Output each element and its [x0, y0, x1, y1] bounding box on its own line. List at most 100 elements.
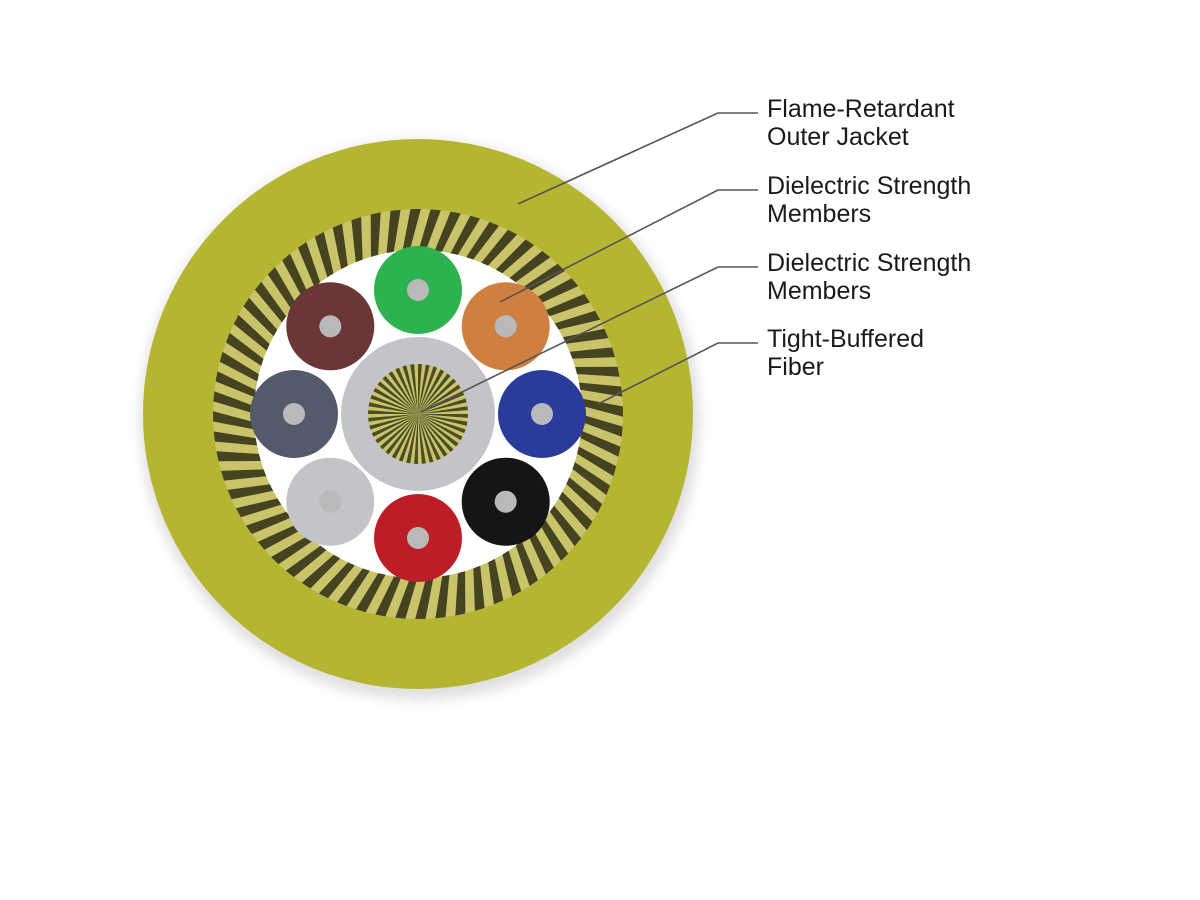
strength-yarn-strand — [332, 223, 348, 272]
center-yarn-strand — [370, 394, 418, 414]
fiber-core-orange — [494, 315, 517, 338]
fiber-core-red — [407, 527, 429, 549]
strength-yarn-strand — [465, 221, 499, 262]
strength-yarn-strand — [257, 523, 304, 550]
strength-yarn-strand — [254, 281, 288, 324]
strength-yarn-strand — [532, 278, 579, 305]
leader-line-jacket — [517, 112, 758, 205]
strength-yarn-strand — [213, 391, 257, 414]
strength-yarn-strand — [298, 242, 321, 289]
center-yarn-strand — [418, 414, 468, 426]
center-yarn-strand — [395, 367, 418, 414]
fiber-orange — [461, 282, 550, 371]
center-yarn-strand — [385, 414, 418, 455]
strength-yarn-strand — [285, 544, 328, 578]
strength-yarn-strand — [225, 333, 266, 367]
strength-yarn-strand — [548, 504, 582, 547]
fiber-core-black — [494, 490, 517, 513]
strength-yarn-strand — [508, 250, 551, 284]
center-yarn-strand — [375, 414, 418, 444]
strength-yarn-strand — [386, 209, 401, 256]
label-strength-members-outer-line2: Members — [767, 200, 872, 228]
center-yarn-strand — [418, 414, 466, 434]
strength-yarn-strand — [337, 566, 371, 607]
label-strength-members-outer: Dielectric Strength Members — [767, 172, 1187, 228]
strength-yarn-strand — [314, 231, 334, 280]
center-yarn-strand — [410, 364, 418, 414]
center-yarn-strand — [368, 410, 418, 414]
fiber-green — [374, 246, 462, 334]
strength-yarn-strand — [573, 366, 620, 377]
fiber-core-blue — [531, 403, 553, 425]
center-yarn-strand — [369, 414, 418, 430]
center-yarn-strand — [418, 414, 448, 457]
strength-yarn-strand — [538, 516, 569, 561]
center-yarn-strand — [418, 378, 456, 414]
center-yarn-strand — [377, 381, 418, 414]
label-strength-members-outer-line1: Dielectric Strength — [767, 172, 972, 200]
strength-yarn-strand — [213, 431, 260, 446]
strength-yarn-strand — [395, 575, 418, 619]
strength-yarn-strand — [449, 215, 481, 257]
label-tight-buffered-fiber-line2: Fiber — [767, 353, 824, 381]
strength-yarn-strand — [282, 253, 309, 300]
fiber-brown — [286, 282, 375, 371]
strength-yarn-strand — [557, 490, 593, 531]
label-strength-members-center-line2: Members — [767, 277, 872, 305]
center-yarn-strand — [418, 414, 434, 463]
strength-yarn-strand — [578, 429, 621, 457]
strength-yarn-strand — [215, 371, 258, 399]
center-yarn-strand — [406, 414, 418, 464]
label-strength-members-center-line1: Dielectric Strength — [767, 249, 972, 277]
center-yarn-strand — [418, 414, 426, 464]
center-yarn-strand — [402, 365, 418, 414]
center-yarn-strand — [418, 364, 430, 414]
fiber-red — [374, 494, 462, 582]
strength-yarn-strand — [235, 498, 284, 518]
strength-yarn-strand — [219, 351, 261, 383]
strength-yarn-strand — [267, 267, 298, 312]
label-strength-members-center: Dielectric Strength Members — [767, 249, 1187, 305]
center-yarn-strand — [418, 373, 451, 414]
strength-yarn-strand — [502, 548, 522, 597]
strength-yarn-strand — [375, 574, 403, 617]
center-yarn-strand — [391, 414, 418, 459]
center-yarn-strand — [368, 402, 418, 414]
strength-yarn-strand — [355, 571, 387, 613]
tight-buffered-fibers — [250, 246, 586, 582]
center-yarn-strand — [414, 414, 418, 464]
fiber-core-slate — [283, 403, 305, 425]
strength-yarn-strand — [488, 556, 504, 605]
strength-yarn-strand — [480, 229, 518, 268]
strength-yarn-strand — [246, 511, 293, 534]
fiber-white — [286, 457, 375, 546]
leader-line-strength-center — [420, 266, 758, 413]
fiber-blue — [498, 370, 586, 458]
center-yarn-strand — [418, 414, 441, 461]
label-outer-jacket-line2: Outer Jacket — [767, 123, 909, 151]
center-yarn-strand — [418, 414, 468, 418]
fiber-slate — [250, 370, 338, 458]
strength-yarn-strand — [560, 328, 609, 344]
strength-yarn-strand — [527, 528, 554, 575]
strength-yarn-strand — [455, 569, 466, 616]
strength-yarn-strand — [575, 445, 617, 477]
center-yarn-strand — [418, 364, 422, 414]
center-yarn-strand — [382, 376, 418, 414]
center-yarn-strand — [368, 414, 418, 422]
label-outer-jacket: Flame-Retardant Outer Jacket — [767, 95, 1187, 151]
strength-yarn-strand — [227, 484, 276, 500]
strength-yarn-strand — [564, 476, 603, 514]
center-yarn-strand — [388, 371, 418, 414]
strength-yarn-strand — [221, 469, 269, 481]
fiber-black — [461, 457, 550, 546]
strength-yarn-strand — [243, 297, 279, 338]
leader-line-strength-outer — [499, 189, 758, 303]
label-outer-jacket-line1: Flame-Retardant — [767, 95, 955, 123]
center-yarn-strand — [380, 414, 418, 450]
strength-yarn-strand — [415, 575, 434, 619]
strength-yarn-strand — [570, 461, 611, 495]
center-yarn-strand — [418, 398, 467, 414]
strength-yarn-strand — [233, 314, 272, 352]
